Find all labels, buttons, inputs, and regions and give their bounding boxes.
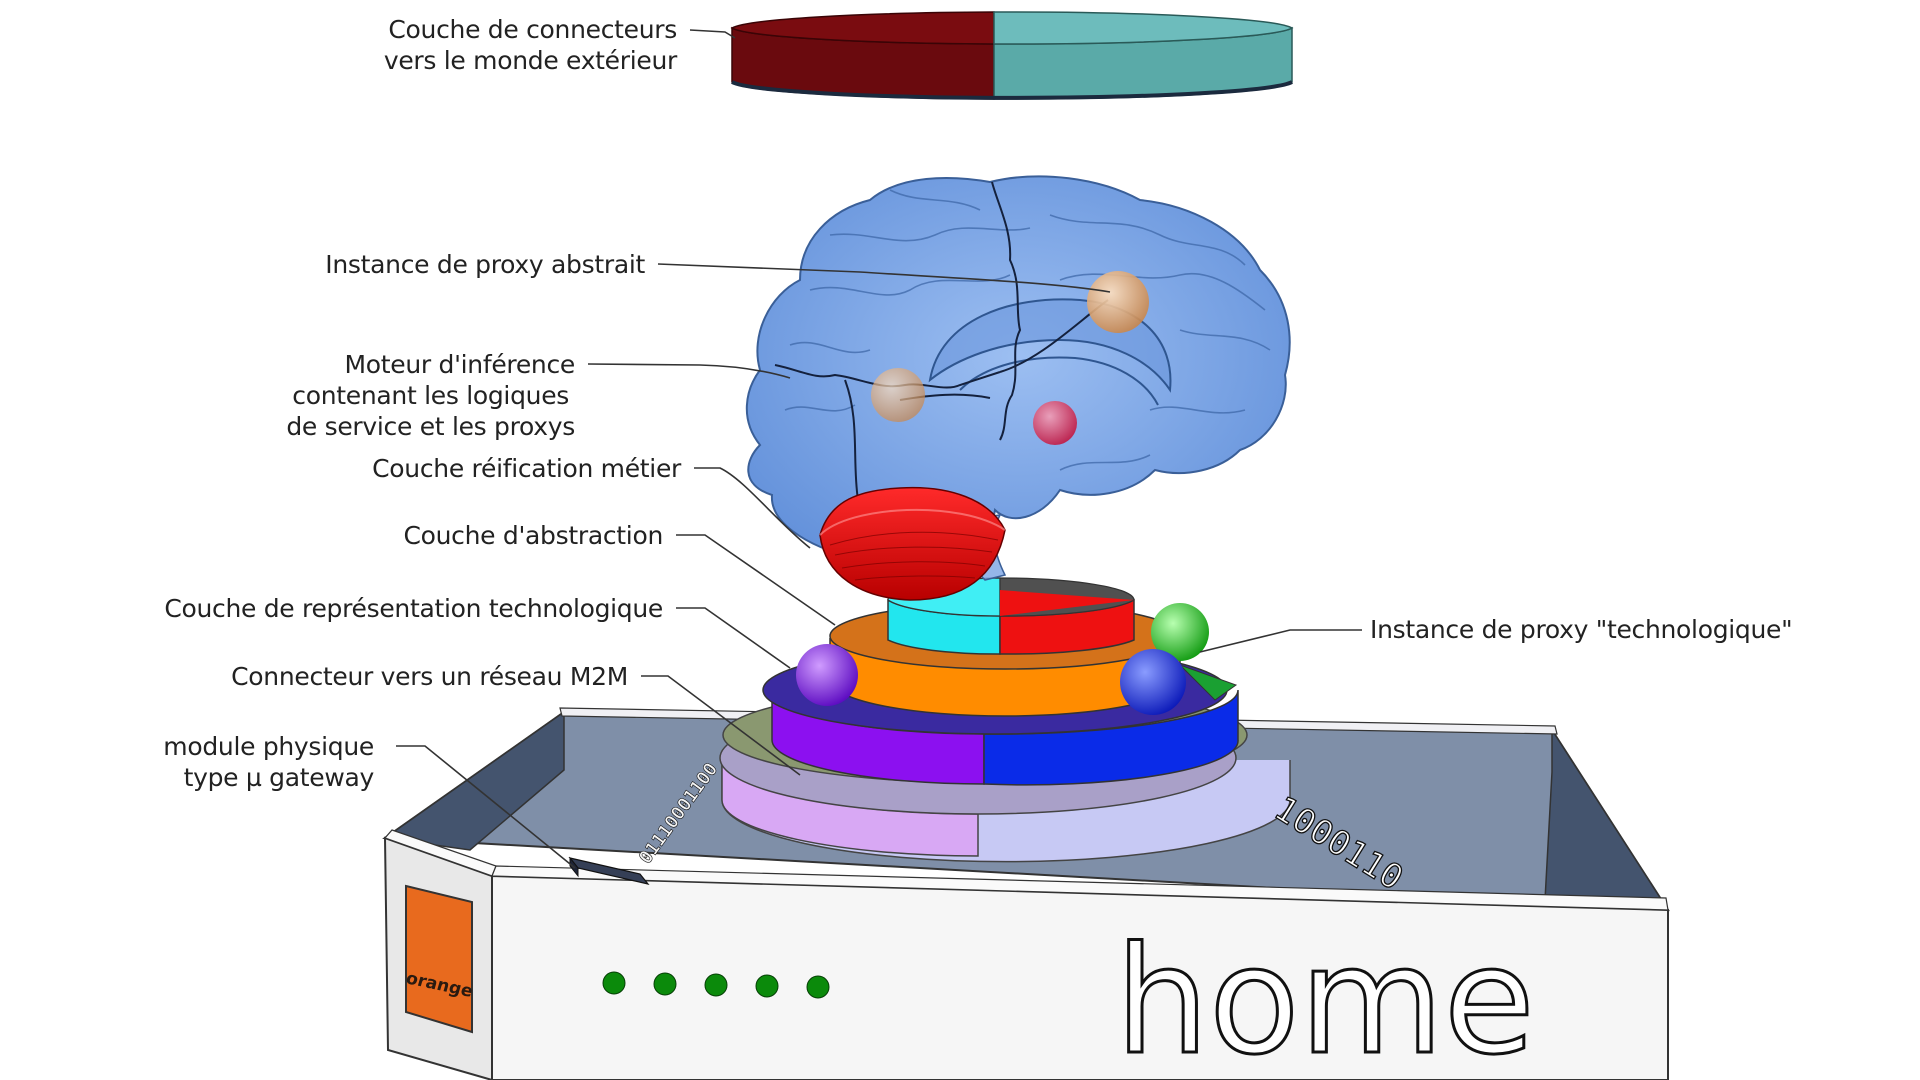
status-led [602, 971, 626, 995]
label-physical-module: module physique type µ gateway [163, 731, 374, 793]
business-reification-cup [819, 486, 1006, 601]
sphere-inference-logic [1033, 401, 1077, 445]
device-name-text: home [1115, 915, 1535, 1080]
label-physical-module-line1: module physique [163, 732, 374, 761]
sphere-tech-proxy-green [1151, 603, 1209, 661]
label-inference-line1: Moteur d'inférence [344, 350, 575, 379]
leader-business-reification [694, 467, 811, 549]
label-connector-layer-line2: vers le monde extérieur [383, 46, 677, 75]
leader-abstraction [676, 534, 836, 626]
leader-lines [396, 29, 1362, 869]
brain-shape [745, 175, 1291, 577]
label-tech-proxy: Instance de proxy "technologique" [1370, 615, 1793, 644]
label-business-reification: Couche réification métier [372, 454, 681, 483]
top-disc-left-face [730, 11, 995, 45]
status-led [653, 972, 677, 996]
box-inner-wall-left [383, 710, 565, 851]
leader-physical-module [396, 745, 576, 869]
leader-tech-proxy [1199, 629, 1362, 653]
label-abstract-proxy: Instance de proxy abstrait [325, 250, 645, 279]
label-abstraction-layer: Couche d'abstraction [403, 521, 663, 550]
leader-top-disc [689, 29, 736, 39]
top-connector-disc [730, 11, 1294, 100]
layer-tech-representation [887, 577, 1135, 655]
label-connector-layer-line1: Couche de connecteurs [388, 15, 677, 44]
sphere-tech-proxy-blue [1120, 649, 1186, 715]
label-inference-line3: de service et les proxys [286, 412, 575, 441]
leader-inference-engine [587, 363, 791, 379]
status-leds [602, 971, 830, 999]
box-inner-wall-right [1544, 727, 1670, 911]
label-inference-line2: contenant les logiques [292, 381, 569, 410]
leader-abstract-proxy [657, 263, 1111, 293]
sphere-abstract-proxy [1087, 271, 1149, 333]
status-led [755, 974, 779, 998]
sphere-abstract-proxy-secondary [871, 368, 925, 422]
label-inference-engine: Moteur d'inférence contenant les logique… [286, 349, 575, 442]
label-physical-module-line2: type µ gateway [183, 763, 375, 792]
top-disc-right-face [993, 11, 1294, 45]
label-m2m-connector: Connecteur vers un réseau M2M [231, 662, 628, 691]
leader-m2m-connector [641, 675, 801, 776]
sphere-tech-proxy-purple [796, 644, 858, 706]
brand-square [405, 884, 473, 1034]
label-connector-layer: Couche de connecteurs vers le monde exté… [384, 14, 677, 76]
status-led [806, 975, 830, 999]
label-tech-representation: Couche de représentation technologique [164, 594, 663, 623]
leader-tech-representation [676, 607, 791, 669]
status-led [704, 973, 728, 997]
